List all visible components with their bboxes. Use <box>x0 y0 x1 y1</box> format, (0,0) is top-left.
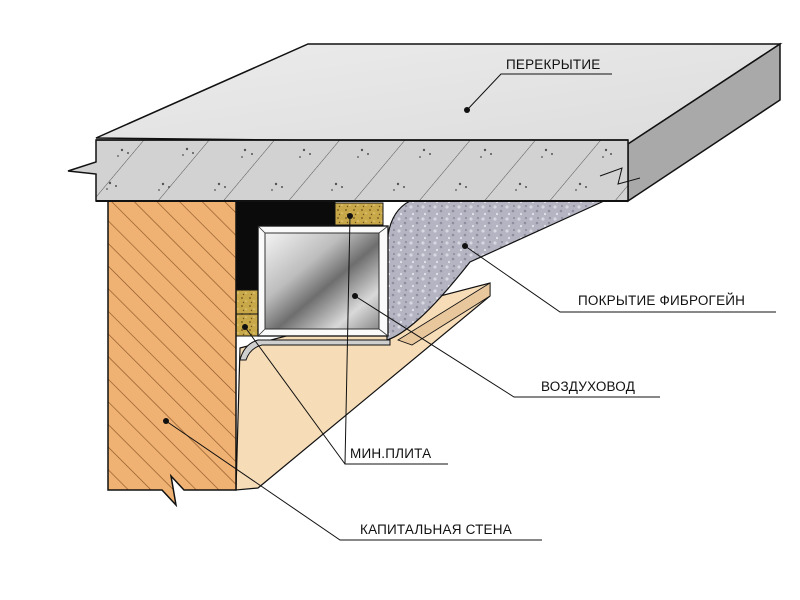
label-slab: ПЕРЕКРЫТИЕ <box>506 57 601 72</box>
concrete-aggregate <box>106 147 612 191</box>
leader-line-slab <box>466 73 612 111</box>
air-duct-inner-face <box>264 232 380 330</box>
leader-line-coating <box>464 245 776 313</box>
gypsum-enclosure-bottom-edge <box>397 282 491 346</box>
callout-labels: ПЕРЕКРЫТИЕ ПОКРЫТИЕ ФИБРОГЕЙН ВОЗДУХОВОД… <box>350 57 745 537</box>
leader-line-mineral-left <box>244 326 346 465</box>
metal-profile <box>239 339 391 361</box>
label-load-bearing-wall: КАПИТАЛЬНАЯ СТЕНА <box>360 522 512 537</box>
load-bearing-wall <box>107 200 237 508</box>
label-duct: ВОЗДУХОВОД <box>541 379 635 394</box>
callout-leaders <box>163 73 776 541</box>
leader-line-duct <box>354 295 660 398</box>
floor-slab <box>67 42 783 203</box>
leader-line-wall <box>165 420 542 541</box>
label-coating: ПОКРЫТИЕ ФИБРОГЕЙН <box>578 293 745 308</box>
floor-slab-cross-section <box>67 139 629 202</box>
fibrogain-coating <box>386 200 605 341</box>
mineral-wool-pad-top <box>334 202 384 226</box>
air-duct <box>257 225 389 337</box>
label-mineral-board: МИН.ПЛИТА <box>350 446 431 461</box>
load-bearing-wall-section <box>107 200 237 508</box>
